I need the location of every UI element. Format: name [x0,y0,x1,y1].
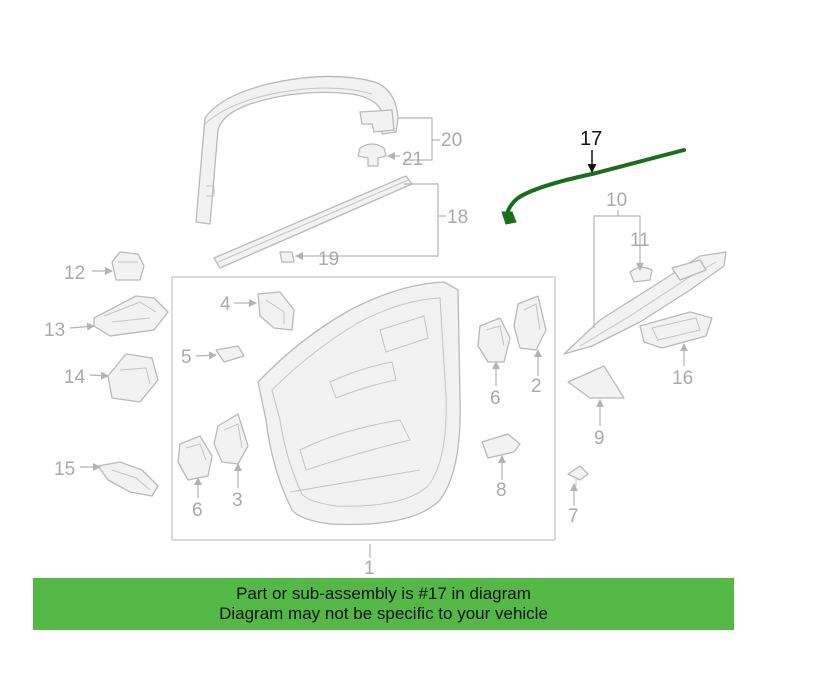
part-7 [567,465,589,486]
part-17-highlighted [501,148,686,225]
callout-17: 17 [580,128,602,150]
callout-9: 9 [594,428,605,449]
callout-2: 2 [531,376,542,397]
callout-14: 14 [64,367,86,388]
callout-1: 1 [364,558,375,579]
part-6-right [477,317,511,363]
callout-7: 7 [568,506,579,527]
part-12 [111,251,145,281]
callout-20: 20 [441,130,462,151]
part-10-garnish [563,251,727,355]
callout-13: 13 [44,320,65,341]
part-13 [93,295,169,337]
info-banner: Part or sub-assembly is #17 in diagram D… [33,578,734,630]
small-clip-part-19 [279,251,295,263]
part-3 [213,413,249,465]
callout-4: 4 [220,294,231,315]
part-2 [513,295,547,351]
callout-11: 11 [630,230,650,251]
callout-10: 10 [606,190,627,211]
part-4 [257,291,295,331]
callout-8: 8 [496,480,507,501]
callout-12: 12 [64,263,85,284]
callout-3: 3 [232,490,243,511]
part-6-left [177,435,213,481]
banner-line-1: Part or sub-assembly is #17 in diagram [236,584,531,603]
clip-part [357,143,387,167]
callout-6-left: 6 [192,500,203,521]
belt-weatherstrip-part [213,175,413,269]
callout-16: 16 [672,368,693,389]
part-11 [629,266,653,283]
leader-lines [69,117,688,558]
banner-line-2: Diagram may not be specific to your vehi… [219,604,548,623]
part-16 [639,311,713,349]
door-panel-group-box [171,276,556,541]
callout-19: 19 [318,249,339,270]
callout-21: 21 [402,149,423,170]
part-8 [481,433,521,459]
callout-5: 5 [181,347,192,368]
part-5 [215,345,245,363]
part-9 [567,365,625,399]
part-15 [97,461,159,497]
part-14 [107,353,159,403]
door-trim-panel-part [257,281,461,526]
callout-6-right: 6 [490,388,501,409]
callout-18: 18 [447,207,468,228]
callout-15: 15 [54,459,75,480]
door-sash-frame-part [195,75,399,225]
